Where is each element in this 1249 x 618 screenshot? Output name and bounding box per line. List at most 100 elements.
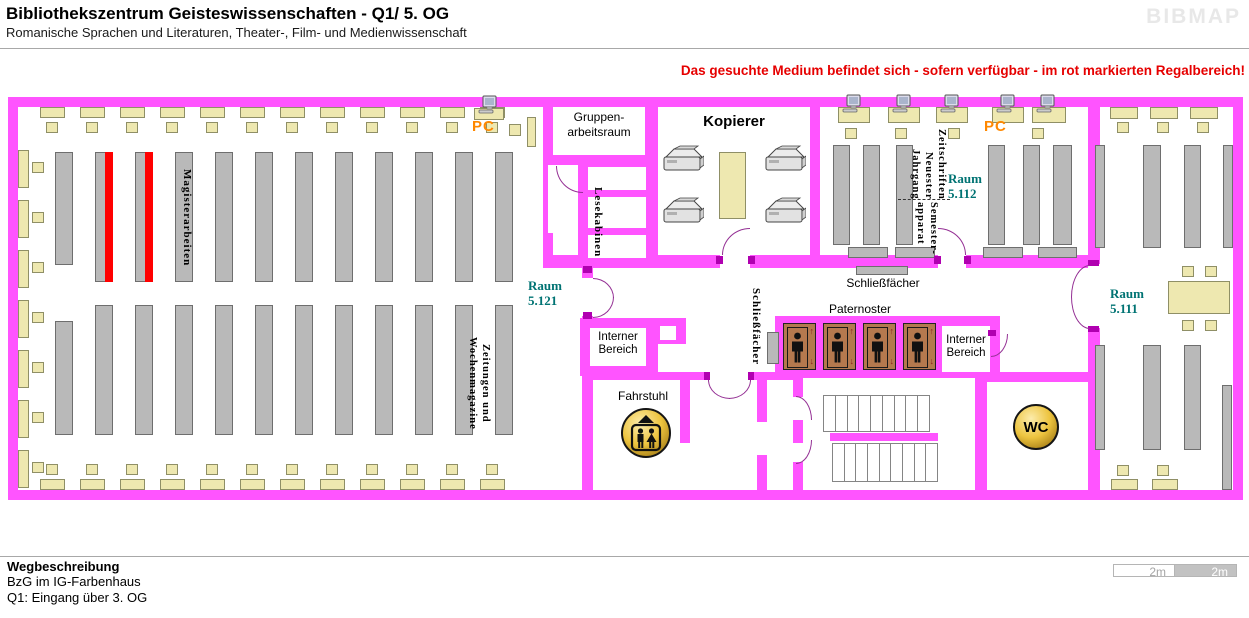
room-floor <box>720 252 750 268</box>
room-floor <box>588 197 646 228</box>
gruppenarbeitsraum-line1: Gruppen- <box>573 110 625 124</box>
chair <box>1182 266 1194 277</box>
bookshelf <box>335 305 353 435</box>
down-arrow-icon: ↓ <box>929 356 935 366</box>
interner2-line2: Bereich <box>946 347 986 359</box>
wall-segment <box>830 433 938 441</box>
chair <box>126 122 138 133</box>
r5111-line2: 5.111 <box>1110 301 1138 316</box>
door-jamb <box>988 330 996 336</box>
room-floor <box>660 326 676 340</box>
wall-segment <box>582 372 708 380</box>
computer-icon <box>996 94 1015 113</box>
bookshelf <box>767 332 779 364</box>
stair-step <box>855 444 867 481</box>
stair-step <box>881 396 894 431</box>
stair-step <box>858 396 870 431</box>
bookshelf <box>95 305 113 435</box>
header-divider <box>0 48 1249 49</box>
copier-icon <box>660 197 705 227</box>
bookshelf <box>863 145 880 245</box>
table <box>1111 479 1138 490</box>
cabin-interior <box>907 327 928 368</box>
door-jamb <box>704 372 710 380</box>
stairs-lower-flight <box>832 443 938 482</box>
person-icon <box>912 332 923 362</box>
table <box>80 479 105 490</box>
chair <box>1157 122 1169 133</box>
chair <box>845 128 857 139</box>
table <box>1168 281 1230 314</box>
zeitschriften-line1: Zeitschriften <box>936 129 947 200</box>
copier-icon <box>663 145 705 171</box>
table <box>160 107 185 118</box>
bookshelf <box>1095 145 1105 248</box>
table <box>400 479 425 490</box>
room-label-gruppenarbeitsraum: Gruppen- arbeitsraum <box>553 110 645 140</box>
down-arrow-icon: ↓ <box>809 356 815 366</box>
footer-divider <box>0 556 1249 557</box>
wall-segment <box>582 316 593 490</box>
door-jamb <box>748 256 755 264</box>
r5112-line1: Raum <box>948 171 982 186</box>
room-floor <box>590 328 646 366</box>
table <box>1150 107 1178 119</box>
table <box>400 107 425 118</box>
copier-icon <box>765 145 807 171</box>
chair <box>46 464 58 475</box>
chair <box>326 464 338 475</box>
bookshelf <box>988 145 1005 245</box>
schliessfaecher-label-horizontal: Schließfächer <box>846 276 920 290</box>
stair-step <box>834 396 847 431</box>
bookshelf <box>295 152 313 282</box>
chair <box>32 262 44 273</box>
table <box>80 107 105 118</box>
chair <box>166 122 178 133</box>
stair-step <box>890 444 902 481</box>
chair <box>1182 320 1194 331</box>
zeitungen-label: Zeitungen und Wochenmagazine <box>462 312 492 454</box>
bookshelf <box>175 305 193 435</box>
chair <box>1205 320 1217 331</box>
chair <box>446 464 458 475</box>
wall-segment <box>582 268 593 278</box>
bookshelf <box>255 152 273 282</box>
stair-step <box>893 396 906 431</box>
paternoster-cabin: ↑↓ <box>903 323 936 370</box>
bookshelf <box>1023 145 1040 245</box>
chair <box>326 122 338 133</box>
stair-step <box>833 444 844 481</box>
cabin-interior <box>787 327 808 368</box>
table <box>480 479 505 490</box>
stair-step <box>878 444 891 481</box>
computer-icon <box>1035 94 1059 114</box>
bookshelf <box>55 152 73 265</box>
chair <box>509 124 521 136</box>
semesterapparat-line2: apparat <box>915 202 926 245</box>
bookshelf <box>495 152 513 282</box>
wc-icon: WC <box>1013 404 1059 450</box>
stair-step <box>925 444 937 481</box>
wall-segment <box>793 420 803 443</box>
table <box>360 479 385 490</box>
room-floor <box>588 167 646 190</box>
chair <box>406 464 418 475</box>
chair <box>948 128 960 139</box>
door-jamb <box>748 372 754 380</box>
table <box>320 107 345 118</box>
chair <box>166 464 178 475</box>
copier-icon <box>663 197 705 223</box>
door-jamb <box>1088 260 1099 266</box>
chair <box>486 464 498 475</box>
footer-line2: Q1: Eingang über 3. OG <box>7 590 148 605</box>
stair-step <box>917 396 929 431</box>
bibmap-logo: BIBMAP <box>1146 5 1241 28</box>
room-number-5121: Raum 5.121 <box>528 278 572 308</box>
chair <box>1117 465 1129 476</box>
table <box>18 250 29 288</box>
lesekabinen-label: Lesekabinen <box>592 186 604 258</box>
table <box>40 479 65 490</box>
zeitschriften-line2: Neuester <box>923 152 934 200</box>
computer-icon <box>995 94 1019 114</box>
